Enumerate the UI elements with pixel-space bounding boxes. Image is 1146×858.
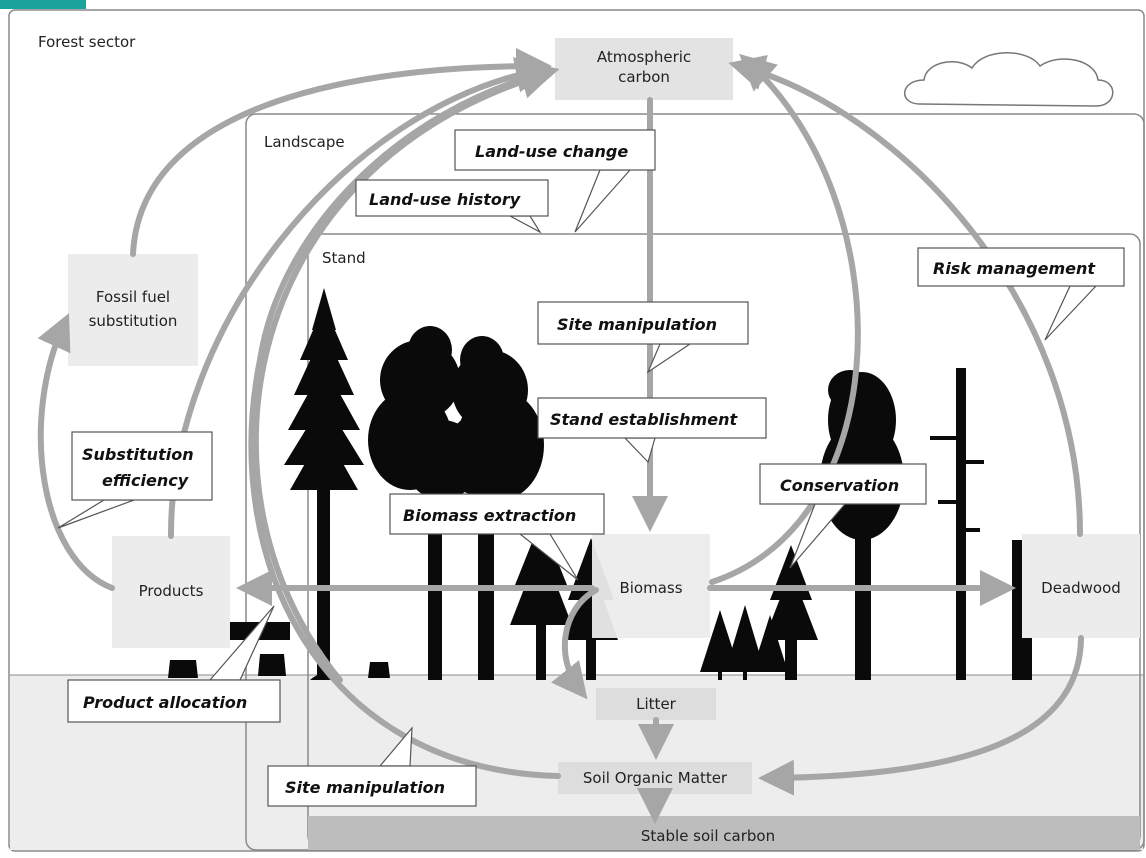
arrow-soil-to-atmosphere	[248, 60, 561, 779]
node-biomass: Biomass	[592, 534, 710, 638]
broadleaf-tree-icon	[820, 370, 904, 680]
callout-site-manipulation-upper: Site manipulation	[537, 301, 749, 374]
callout-conservation: Conservation	[759, 463, 927, 569]
callout-land-use-history: Land-use history	[355, 179, 549, 234]
arrow-products-to-fossil	[37, 313, 115, 591]
stable-soil-band	[308, 816, 1140, 850]
arrow-fossil-to-atmosphere	[130, 48, 552, 257]
callout-substitution-efficiency: Substitution efficiency	[57, 431, 213, 529]
stump-icon	[368, 662, 390, 678]
callout-land-use-change-text: Land-use change	[475, 142, 628, 161]
node-biomass-label: Biomass	[619, 579, 682, 597]
node-deadwood-label: Deadwood	[1041, 579, 1121, 597]
arrow-landscape-to-atmosphere	[252, 63, 557, 683]
node-litter: Litter	[596, 688, 716, 720]
node-fossil-line1: Fossil fuel	[96, 288, 170, 306]
callout-land-use-change: Land-use change	[454, 129, 656, 233]
stand-label: Stand	[322, 249, 366, 267]
forest-sector-label: Forest sector	[38, 33, 136, 51]
callout-land-use-history-text: Land-use history	[369, 190, 521, 209]
cloud-icon	[903, 52, 1114, 107]
node-som-label: Soil Organic Matter	[583, 769, 728, 787]
arrow-deadwood-to-atmosphere	[728, 55, 1083, 537]
callout-site-manipulation-lower-text: Site manipulation	[285, 778, 445, 797]
node-atmospheric-carbon: Atmospheric carbon	[555, 38, 733, 100]
node-soil-organic-matter: Soil Organic Matter	[558, 762, 752, 794]
stump-icon	[168, 660, 198, 678]
landscape-label: Landscape	[264, 133, 345, 151]
stable-soil-label: Stable soil carbon	[641, 827, 775, 845]
callout-conservation-text: Conservation	[780, 476, 899, 495]
node-litter-label: Litter	[636, 695, 677, 713]
arrow-deadwood-to-som	[758, 635, 1084, 796]
node-atmospheric-carbon-line2: carbon	[618, 68, 670, 86]
callout-site-manipulation-upper-text: Site manipulation	[557, 315, 717, 334]
accent-tab	[0, 0, 86, 9]
callout-biomass-extraction-text: Biomass extraction	[403, 506, 576, 525]
callout-stand-establishment: Stand establishment	[537, 397, 767, 464]
snag-tree-icon	[930, 368, 984, 680]
callout-product-allocation: Product allocation	[67, 605, 281, 723]
stump-icon	[258, 654, 286, 676]
callout-biomass-extraction: Biomass extraction	[389, 493, 605, 581]
node-atmospheric-carbon-line1: Atmospheric	[597, 48, 691, 66]
node-fossil-fuel-substitution: Fossil fuel substitution	[68, 254, 198, 366]
arrow-biomass-to-atmosphere	[709, 53, 861, 585]
callouts: Land-use change Land-use history Risk ma…	[57, 129, 1125, 807]
callout-substitution-line1: Substitution	[82, 445, 194, 464]
node-products-label: Products	[139, 582, 204, 600]
callout-substitution-line2: efficiency	[102, 471, 189, 490]
callout-risk-management: Risk management	[917, 247, 1125, 341]
callout-stand-establishment-text: Stand establishment	[550, 410, 738, 429]
node-deadwood: Deadwood	[1022, 534, 1140, 638]
callout-site-manipulation-lower: Site manipulation	[267, 726, 477, 807]
conifer-tree-icon	[284, 288, 364, 680]
arrow-biomass-to-litter	[550, 587, 599, 700]
node-products: Products	[112, 536, 230, 648]
callout-product-allocation-text: Product allocation	[83, 693, 247, 712]
tree-silhouettes	[118, 288, 1032, 680]
callout-risk-management-text: Risk management	[933, 259, 1096, 278]
node-fossil-line2: substitution	[89, 312, 178, 330]
sapling-icon	[700, 605, 788, 680]
